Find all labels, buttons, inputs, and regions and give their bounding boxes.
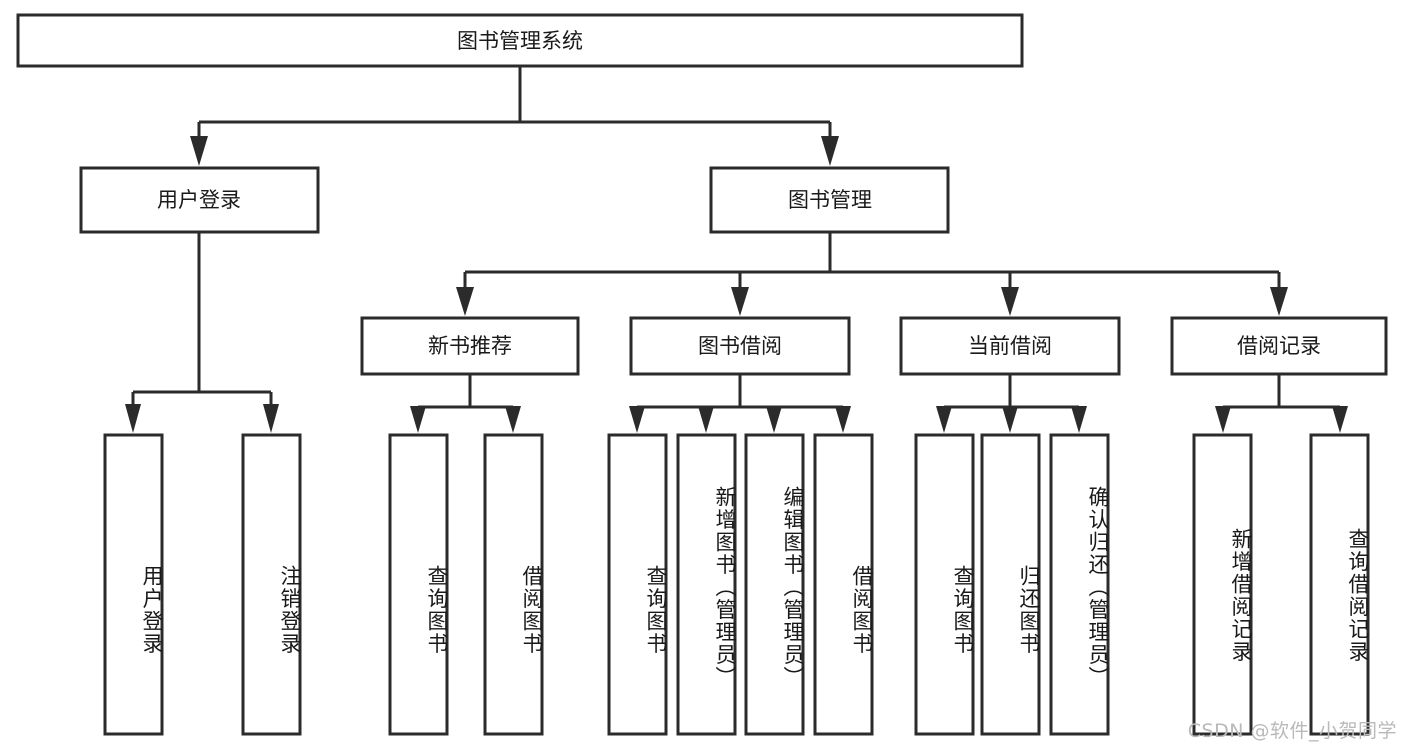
connector-book-borrow-to-leaves	[629, 374, 851, 433]
connector-user-login-to-leaves	[125, 232, 279, 433]
leaf-box-query-book-recommend[interactable]	[388, 433, 449, 736]
arrow-head-icon	[1332, 406, 1348, 433]
arrow-head-icon	[936, 406, 952, 433]
leaf-box-edit-book-admin[interactable]	[744, 433, 805, 736]
connector-borrow-record-to-leaves	[1215, 374, 1348, 433]
connector-new-book-recommend-to-leaves	[410, 374, 521, 433]
arrow-head-icon	[263, 404, 279, 433]
arrow-head-icon	[505, 406, 521, 433]
watermark: CSDN @软件_小贺同学	[1187, 720, 1397, 742]
node-book-borrow[interactable]: 图书借阅	[629, 316, 851, 376]
node-borrow-record[interactable]: 借阅记录	[1170, 316, 1388, 376]
leaf-box-return-book[interactable]	[980, 433, 1041, 736]
node-new-book-recommend[interactable]: 新书推荐	[360, 316, 580, 376]
arrow-head-icon	[1215, 406, 1231, 433]
node-book-management[interactable]: 图书管理	[709, 166, 950, 234]
user-login-box[interactable]	[79, 166, 320, 234]
leaf-box-borrow-book-recommend[interactable]	[483, 433, 544, 736]
connector-root-to-level2	[190, 66, 839, 166]
leaf-box-logout[interactable]	[241, 433, 302, 736]
leaf-box-query-book-current[interactable]	[914, 433, 975, 736]
arrow-head-icon	[125, 404, 141, 433]
arrow-head-icon	[190, 136, 208, 166]
arrow-head-icon	[698, 406, 714, 433]
connector-current-borrow-to-leaves	[936, 374, 1087, 433]
arrow-head-icon	[835, 406, 851, 433]
root-label: 图书管理系统	[457, 29, 583, 53]
leaf-box-borrow-book[interactable]	[813, 433, 874, 736]
arrow-head-icon	[629, 406, 645, 433]
connector-book-management-to-level3	[456, 232, 1288, 316]
current-borrow-box[interactable]	[899, 316, 1121, 376]
leaf-box-confirm-return-admin[interactable]	[1049, 433, 1110, 736]
node-current-borrow[interactable]: 当前借阅	[899, 316, 1121, 376]
arrow-head-icon	[1071, 406, 1087, 433]
leaf-box-add-book-admin[interactable]	[676, 433, 737, 736]
arrow-head-icon	[410, 406, 426, 433]
arrow-head-icon	[731, 287, 749, 316]
user-login-label: 用户登录	[157, 188, 241, 212]
leaf-box-query-book-borrow[interactable]	[607, 433, 668, 736]
arrow-head-icon	[456, 287, 474, 316]
book-management-label: 图书管理	[788, 188, 872, 212]
arrow-head-icon	[1270, 287, 1288, 316]
arrow-head-icon	[766, 406, 782, 433]
book-borrow-label: 图书借阅	[698, 334, 782, 358]
leaf-box-user-login[interactable]	[103, 433, 164, 736]
new-book-recommend-label: 新书推荐	[428, 334, 512, 358]
leaf-box-query-borrow-record[interactable]	[1309, 433, 1370, 736]
arrow-head-icon	[1001, 287, 1019, 316]
borrow-record-label: 借阅记录	[1237, 334, 1321, 358]
new-book-recommend-box[interactable]	[360, 316, 580, 376]
arrow-head-icon	[1002, 406, 1018, 433]
node-user-login[interactable]: 用户登录	[79, 166, 320, 234]
root-box[interactable]	[16, 13, 1024, 68]
leaf-box-add-borrow-record[interactable]	[1192, 433, 1253, 736]
current-borrow-label: 当前借阅	[968, 334, 1052, 358]
node-root[interactable]: 图书管理系统	[16, 13, 1024, 68]
arrow-head-icon	[821, 136, 839, 166]
